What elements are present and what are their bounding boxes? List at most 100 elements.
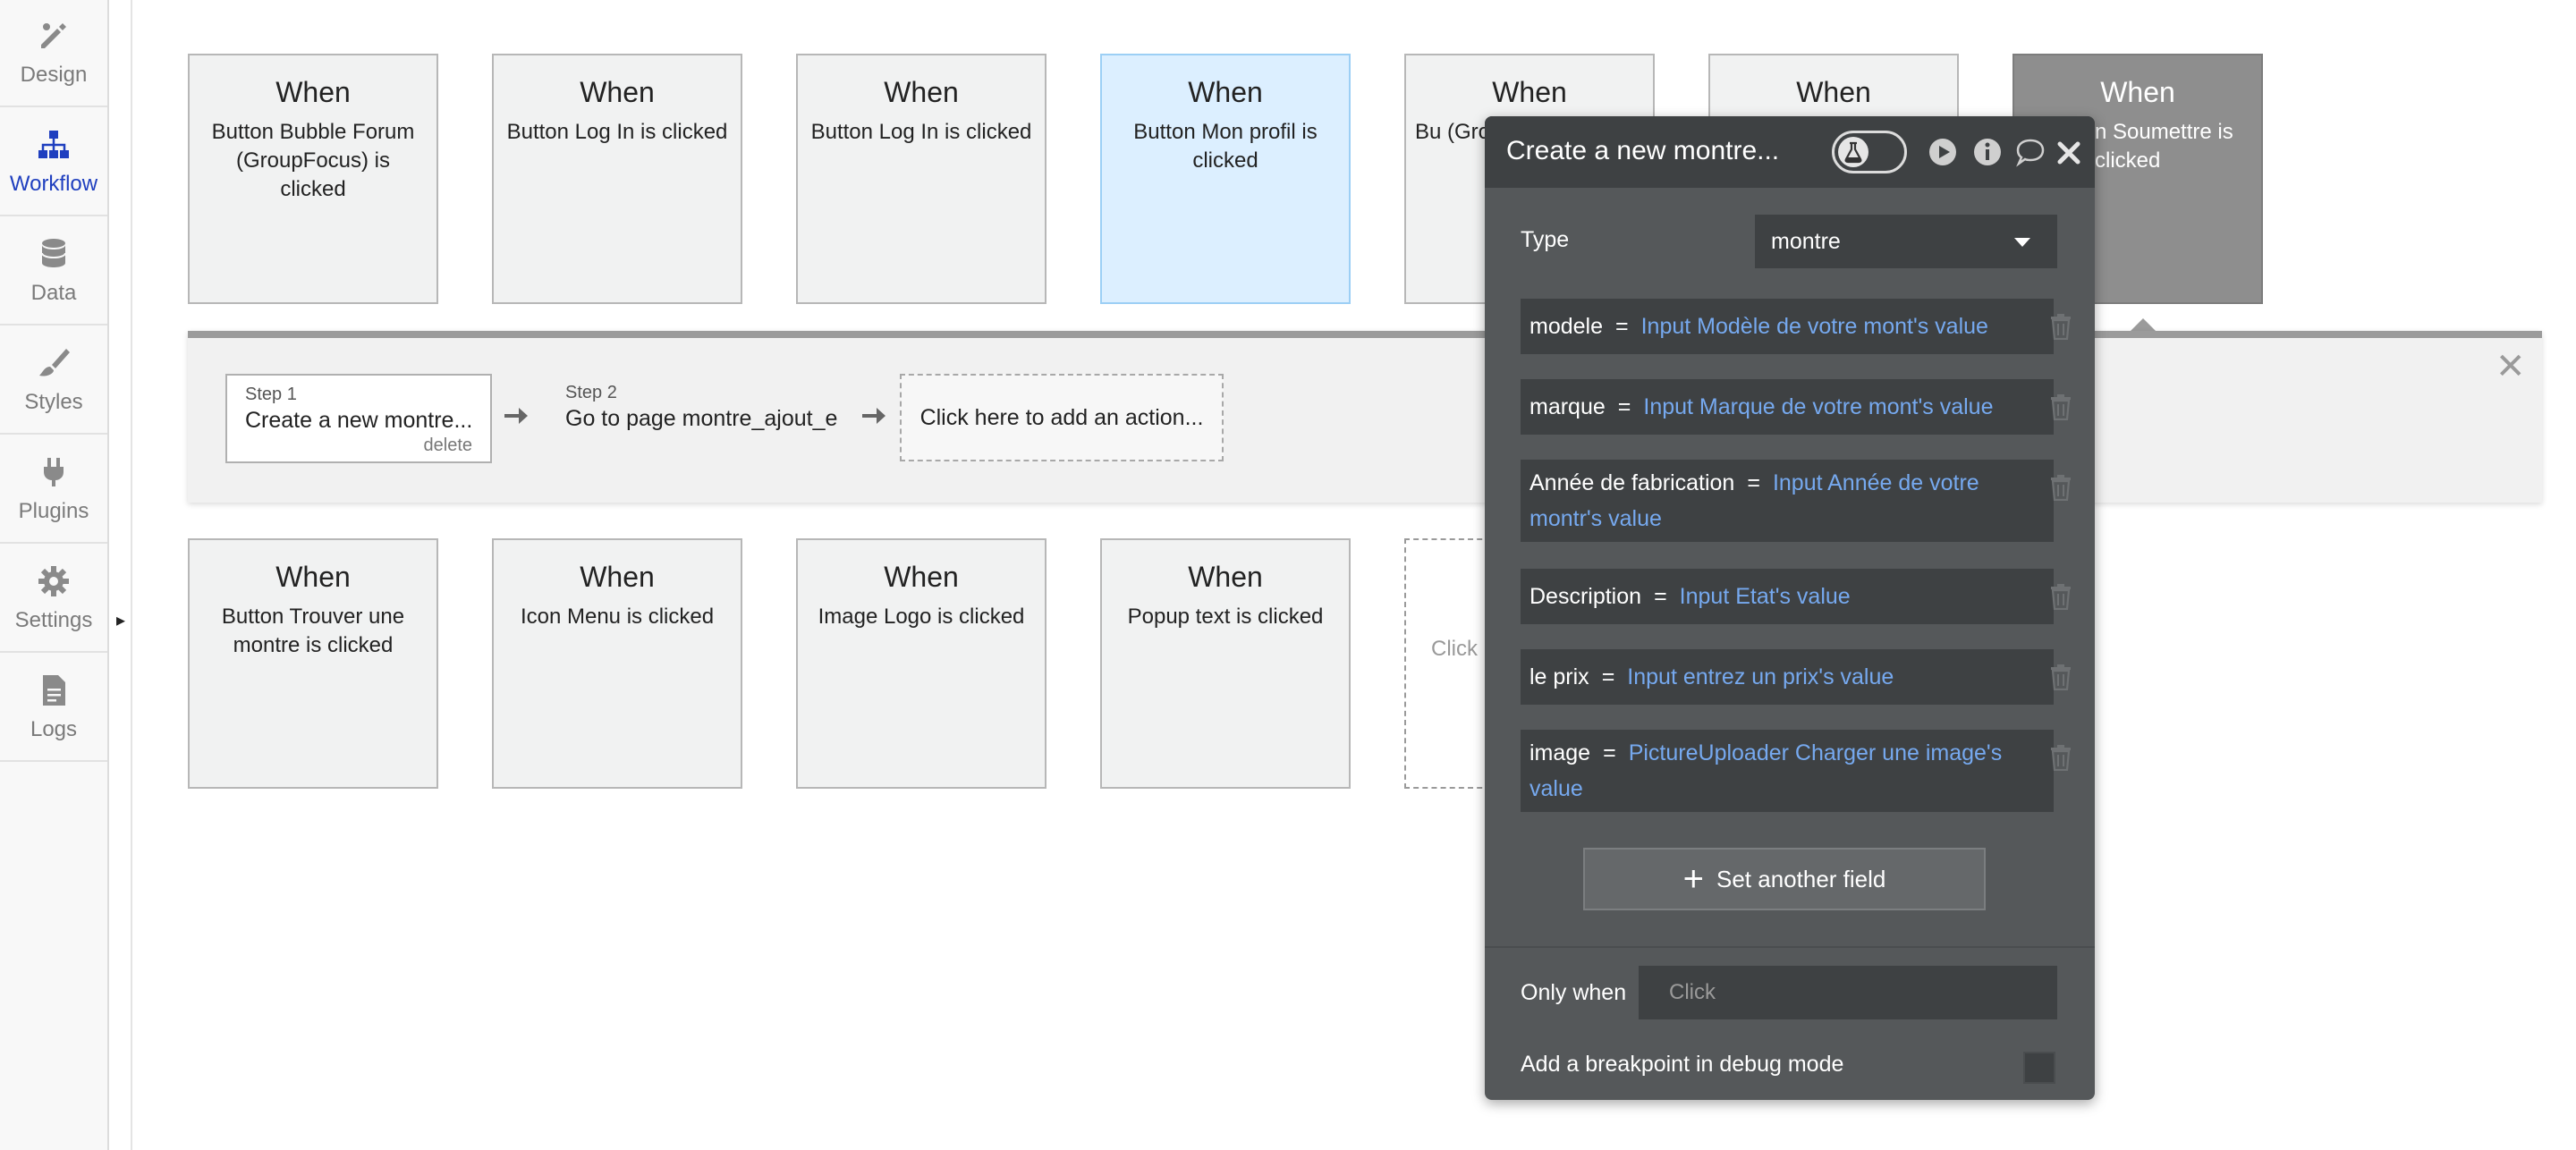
sidebar-item-styles[interactable]: Styles [0,327,107,435]
only-when-label: Only when [1521,980,1627,1005]
database-icon [41,239,66,267]
field-expression[interactable]: Input entrez un prix's value [1627,664,1894,689]
event-when: When [275,76,351,108]
event-when: When [1796,76,1871,108]
event-when: When [884,76,959,108]
field-row-modele[interactable]: modele = Input Modèle de votre mont's valu… [1521,299,2054,354]
type-dropdown[interactable]: montre [1755,215,2057,268]
trash-icon[interactable] [2048,393,2073,420]
sidebar-item-design[interactable]: Design [0,0,107,107]
brush-icon [39,349,70,376]
sidebar-item-data[interactable]: Data [0,218,107,326]
field-row-description[interactable]: Description = Input Etat's value [1521,569,2054,624]
arrow-right-icon [504,408,528,424]
event-card[interactable]: When Icon Menu is clicked [492,538,742,789]
trash-icon[interactable] [2048,744,2073,771]
field-name: image [1530,740,1591,765]
flask-icon [1844,141,1862,164]
field-name: modele [1530,314,1603,339]
add-action-button[interactable]: Click here to add an action... [900,374,1224,461]
info-icon[interactable] [1971,136,2004,168]
document-icon [43,675,65,706]
field-row-prix[interactable]: le prix=Input entrez un prix's value [1521,649,2054,705]
trash-icon[interactable] [2048,583,2073,610]
event-card-selected[interactable]: When Button Mon profil is clicked [1100,54,1351,304]
event-card[interactable]: When Button Bubble Forum (GroupFocus) is… [188,54,438,304]
close-icon[interactable]: ✕ [2496,347,2526,386]
event-when: When [1188,561,1263,593]
event-description: Image Logo is clicked [818,605,1025,629]
sidebar-item-label: Plugins [18,499,89,523]
field-expression[interactable]: Input Marque de votre mont's value [1643,394,1994,419]
event-card[interactable]: When Image Logo is clicked [796,538,1046,789]
sidebar-item-workflow[interactable]: Workflow [0,109,107,216]
event-card[interactable]: When Popup text is clicked [1100,538,1351,789]
panel-title: Create a new montre... [1506,136,1780,165]
trash-icon[interactable] [2048,474,2073,501]
close-icon[interactable] [2055,136,2082,168]
chevron-down-icon [2014,238,2030,247]
field-row-annee[interactable]: Année de fabrication=Input Année de votr… [1521,460,2054,542]
event-description: Button Bubble Forum (GroupFocus) is clic… [211,120,415,201]
breakpoint-label: Add a breakpoint in debug mode [1521,1052,1844,1077]
field-equals: = [1617,394,1631,419]
sidebar-item-label: Settings [14,608,93,632]
event-description: Button Log In is clicked [506,120,728,144]
sidebar-item-label: Styles [24,390,83,414]
play-icon[interactable] [1927,136,1959,168]
sidebar-item-plugins[interactable]: Plugins [0,436,107,544]
event-when: When [580,76,655,108]
sidebar-item-label: Logs [30,717,78,741]
field-expression[interactable]: PictureUploader Charger une image's valu… [1530,740,2003,801]
field-equals: = [1603,740,1616,765]
event-description: Icon Menu is clicked [520,605,715,629]
debug-toggle[interactable] [1832,131,1907,173]
set-another-field-button[interactable]: + Set another field [1583,848,1986,910]
field-row-image[interactable]: image =PictureUploader Charger une image'… [1521,730,2054,812]
only-when-input[interactable]: Click [1639,966,2057,1019]
trash-icon[interactable] [2048,664,2073,690]
event-when: When [1188,76,1263,108]
event-description: Button Trouver une montre is clicked [221,605,405,657]
sidebar-item-settings[interactable]: Settings [0,545,107,653]
field-expression[interactable]: Input Modèle de votre mont's value [1640,314,1988,339]
sidebar-expand-icon[interactable]: ▸ [115,611,126,630]
workflow-step-2[interactable]: Step 2 Go to page montre_ajout_e [547,374,843,463]
field-equals: = [1654,584,1667,609]
workflow-strip [188,331,2542,503]
event-card[interactable]: When Button Trouver une montre is clicke… [188,538,438,789]
plus-icon: + [1682,859,1704,899]
sidebar-item-logs[interactable]: Logs [0,655,107,762]
event-when: When [884,561,959,593]
field-expression[interactable]: Input Etat's value [1679,584,1851,609]
arrow-right-icon [862,408,886,424]
workflow-step-1[interactable]: Step 1 Create a new montre... delete [225,374,492,463]
delete-step-link[interactable]: delete [423,435,473,455]
sidebar-item-label: Workflow [9,172,98,196]
property-editor-panel: Create a new montre... Type montre model… [1485,116,2095,1100]
type-label: Type [1521,227,1570,252]
only-when-placeholder: Click [1669,980,1716,1004]
step-number: Step 2 [565,383,617,402]
strip-pointer [2131,318,2156,331]
field-name: Année de fabrication [1530,470,1735,495]
sidebar-collapse-rail [109,0,132,1150]
field-expression[interactable]: Input Année de votre montr's value [1530,470,1979,531]
sidebar-item-label: Design [20,63,88,87]
panel-divider [1485,946,2095,948]
event-card[interactable]: When Button Log In is clicked [796,54,1046,304]
event-when: When [580,561,655,593]
trash-icon[interactable] [2048,313,2073,340]
event-card[interactable]: When Button Log In is clicked [492,54,742,304]
gear-icon [38,566,69,596]
workflow-icon [38,131,69,158]
field-equals: = [1615,314,1629,339]
event-description: n Soumettre is clicked [2095,120,2233,173]
field-row-marque[interactable]: marque=Input Marque de votre mont's valu… [1521,379,2054,435]
event-when: When [2100,76,2175,108]
step-title: Go to page montre_ajout_e [565,406,838,431]
field-name: Description [1530,584,1642,609]
sidebar-item-label: Data [30,281,77,305]
comment-icon[interactable] [2014,136,2046,168]
breakpoint-checkbox[interactable] [2023,1052,2055,1084]
